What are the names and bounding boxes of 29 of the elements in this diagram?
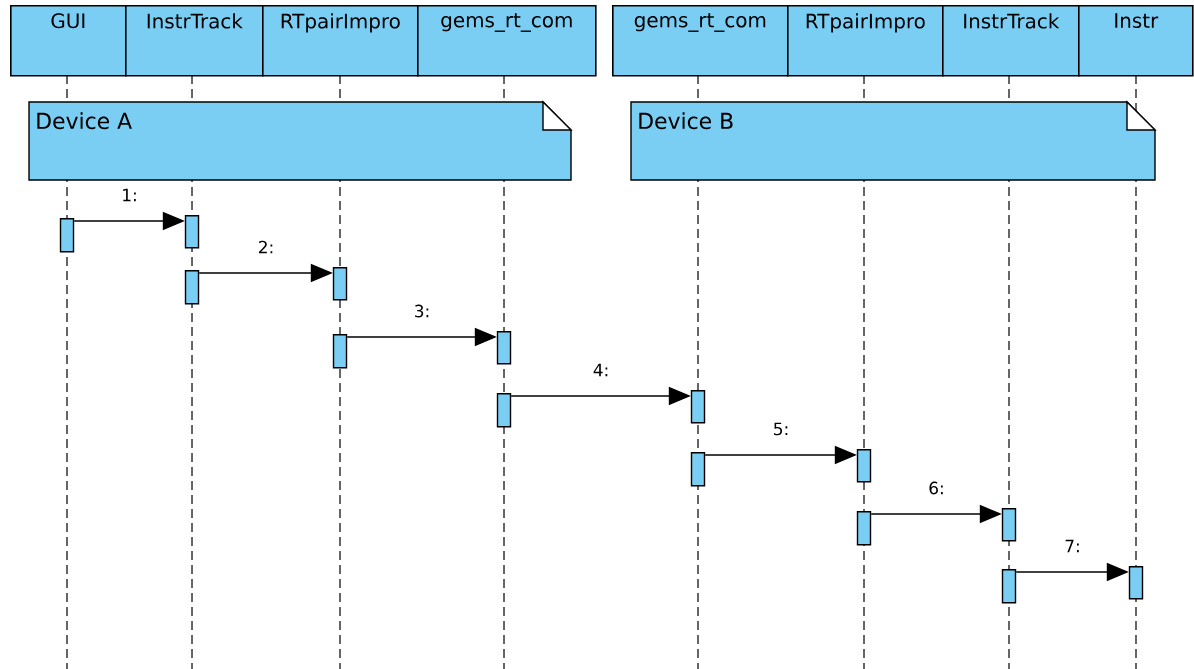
activation-bar bbox=[332, 267, 348, 301]
lifeline-header: GUI bbox=[10, 5, 127, 77]
lifeline-header: RTpairImpro bbox=[787, 5, 944, 77]
edge-label: 2: bbox=[259, 240, 273, 254]
activation-bar bbox=[690, 452, 706, 487]
edge-label: 6: bbox=[929, 481, 943, 495]
lifeline-header: gems_rt_com bbox=[417, 5, 597, 77]
edge-label: 4: bbox=[593, 363, 608, 377]
edge-label: 7: bbox=[1065, 539, 1079, 553]
edge-label: 1: bbox=[123, 188, 136, 202]
activation-bar bbox=[1001, 569, 1017, 604]
edge-label: 3: bbox=[415, 304, 429, 318]
activation-bar bbox=[496, 331, 512, 365]
activation-bar bbox=[1128, 566, 1144, 600]
lifeline-header: RTpairImpro bbox=[262, 5, 419, 77]
lifeline-header: Instr bbox=[1078, 5, 1194, 77]
activation-bar bbox=[856, 511, 872, 546]
activation-bar bbox=[1001, 508, 1017, 542]
lifeline-header: InstrTrack bbox=[125, 5, 264, 77]
activation-bar bbox=[184, 215, 200, 249]
activation-bar bbox=[690, 390, 706, 424]
activation-bar bbox=[59, 218, 75, 253]
activation-bar bbox=[496, 393, 512, 428]
activation-bar bbox=[856, 449, 872, 483]
activation-bar bbox=[184, 270, 200, 305]
lifeline-header: gems_rt_com bbox=[612, 5, 789, 77]
edge-label: 5: bbox=[774, 422, 788, 436]
activation-bar bbox=[332, 334, 348, 369]
lifeline-header: InstrTrack bbox=[942, 5, 1080, 77]
